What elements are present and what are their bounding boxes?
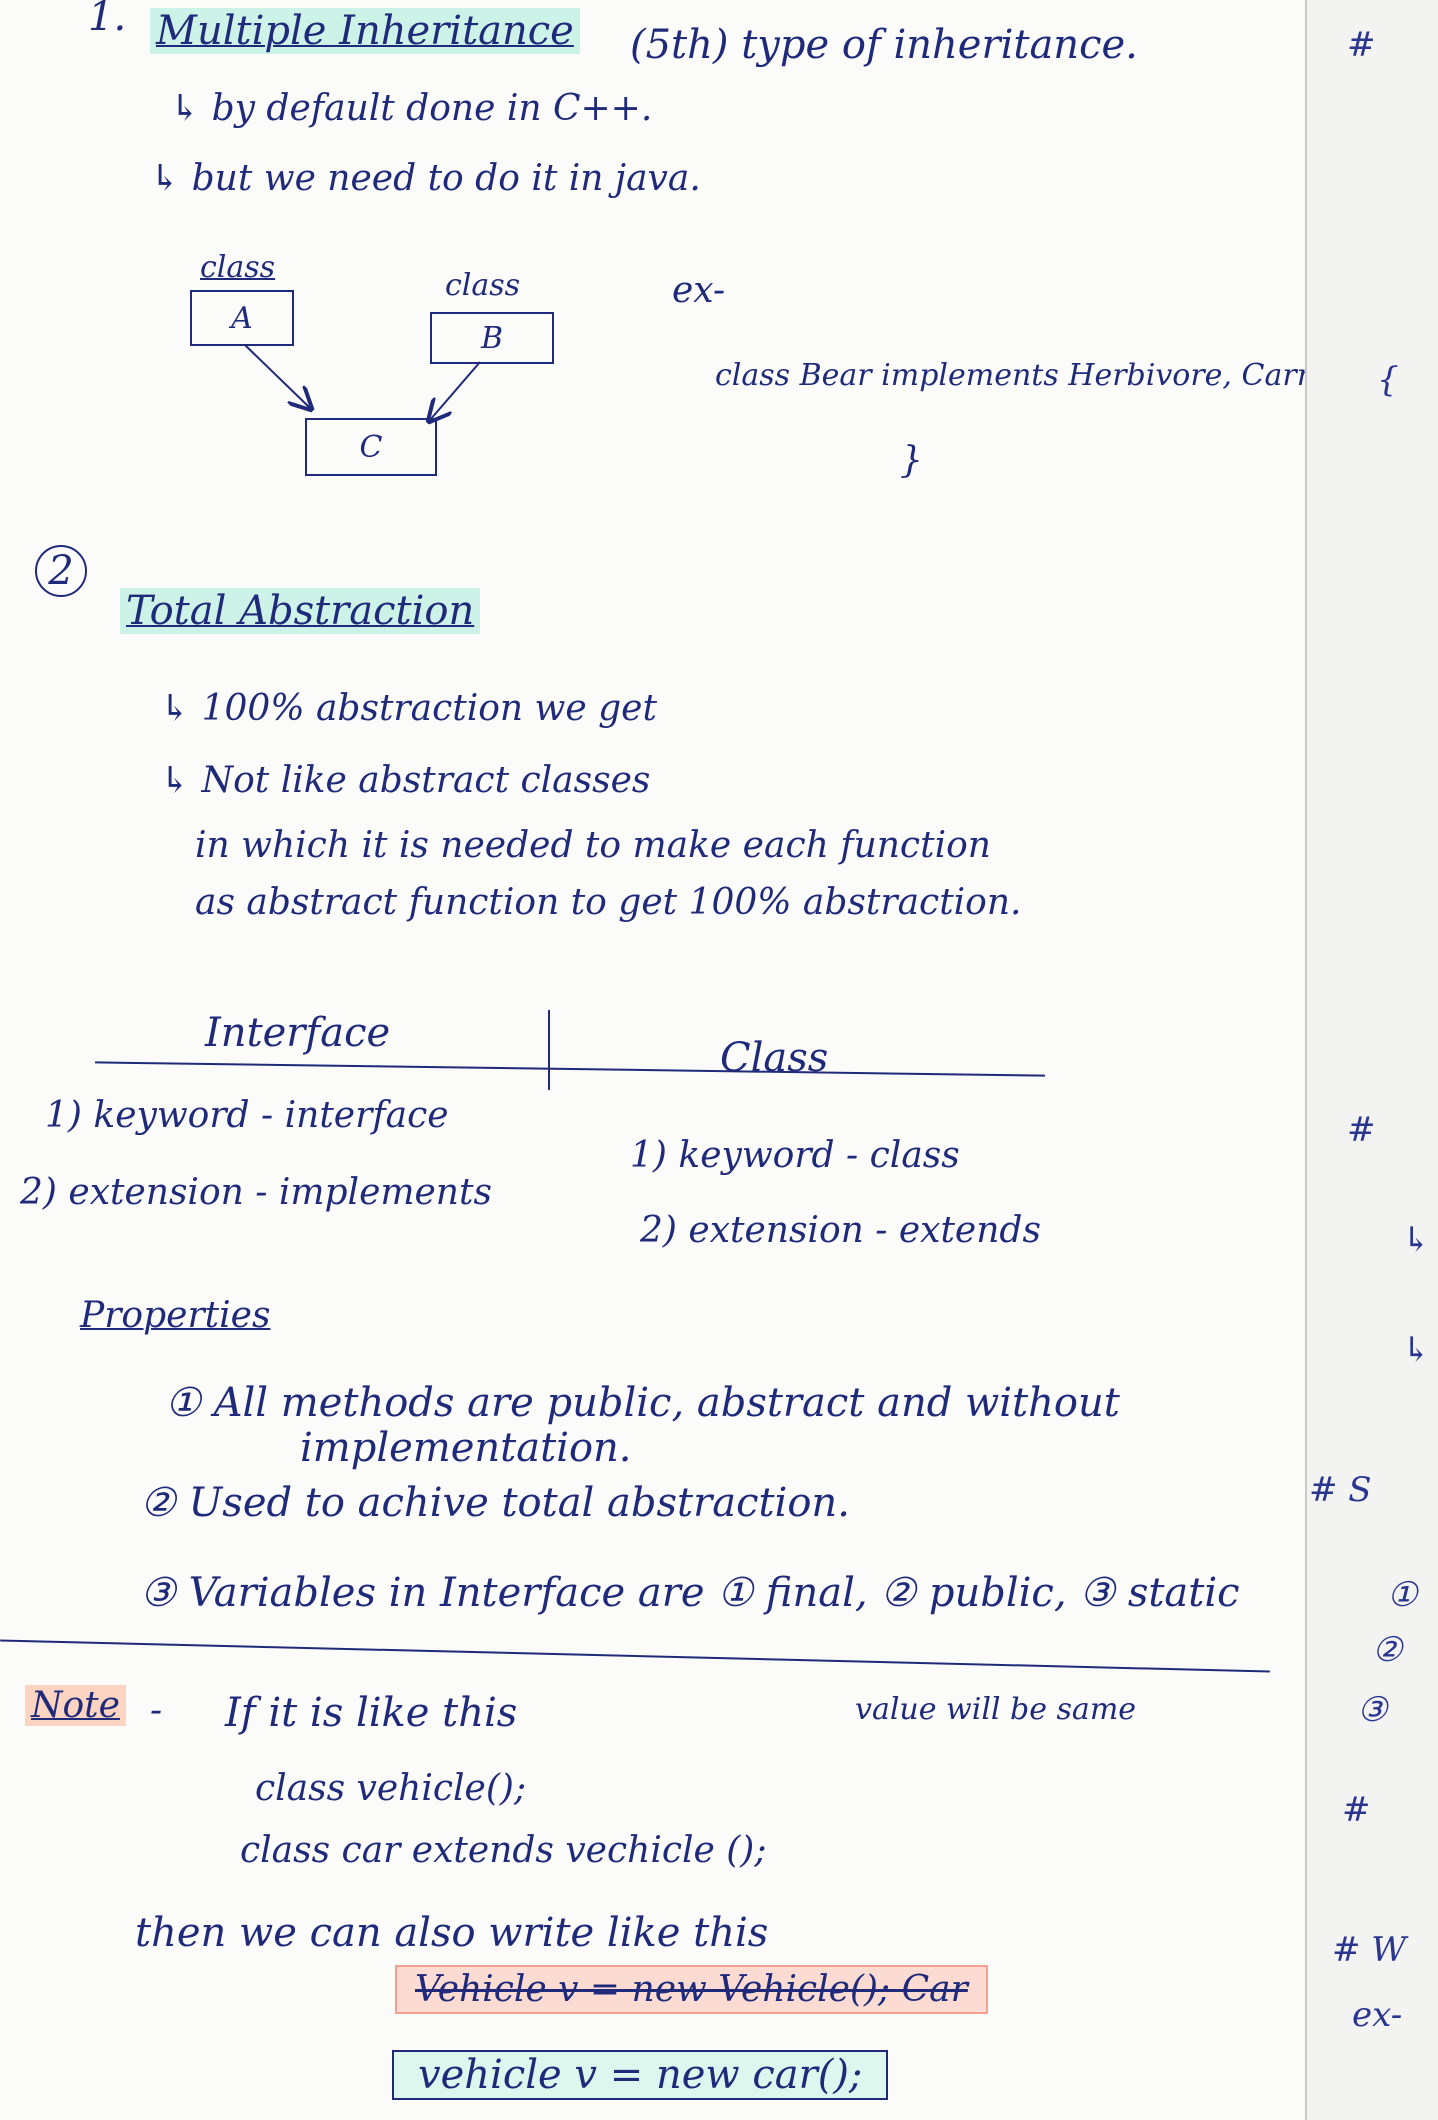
note-code1: class vehicle();	[255, 1768, 527, 1809]
diagram-label-b: class	[445, 268, 521, 303]
note-line1: If it is like this	[225, 1690, 518, 1736]
note-label: Note	[25, 1685, 126, 1726]
right-fragment-8: ②	[1372, 1630, 1403, 1670]
right-fragment-6: # S	[1309, 1470, 1372, 1510]
section2-title: Total Abstraction	[120, 588, 481, 634]
diagram-arrows	[244, 344, 481, 2120]
right-fragment-12: ex-	[1352, 1995, 1403, 2035]
section2-line2: ↳ Not like abstract classes	[160, 760, 651, 801]
property-item-1-cont: implementation.	[300, 1425, 632, 1471]
right-fragment-1: #	[1347, 25, 1376, 65]
right-fragment-4: ↳	[1402, 1220, 1431, 1260]
property-item-2: ② Used to achive total abstraction.	[140, 1480, 850, 1526]
final-code-box: vehicle v = new car();	[392, 2050, 889, 2100]
right-fragment-5: ↳	[1402, 1330, 1431, 1370]
section1-title-suffix: (5th) type of inheritance.	[630, 22, 1138, 68]
table-header-class: Class	[720, 1035, 829, 1081]
note-dash: -	[150, 1690, 163, 1731]
adjacent-page-edge: # { # ↳ ↳ # S ① ② ③ # # W ex-	[1305, 0, 1438, 2120]
table-left-row-2: 2) extension - implements	[20, 1172, 492, 1213]
diagram-box-c: C	[305, 418, 437, 476]
diagram-box-b: B	[430, 312, 554, 364]
table-header-interface: Interface	[205, 1010, 391, 1056]
right-fragment-7: ①	[1387, 1575, 1418, 1615]
property-item-3: ③ Variables in Interface are ① final, ② …	[140, 1570, 1240, 1616]
property-item-1: ① All methods are public, abstract and w…	[165, 1380, 1120, 1426]
note-line2: then we can also write like this	[135, 1910, 769, 1956]
section2-number: 2	[35, 545, 87, 597]
table-left-row-1: 1) keyword - interface	[45, 1095, 449, 1136]
diagram-box-a: A	[190, 290, 294, 346]
right-fragment-11: # W	[1332, 1930, 1407, 1970]
right-fragment-9: ③	[1357, 1690, 1388, 1730]
right-fragment-2: {	[1377, 360, 1399, 400]
section1-line2: ↳ but we need to do it in java.	[150, 158, 701, 199]
struck-code: Vehicle v = new Vehicle(); Car	[395, 1965, 988, 2014]
table-divider	[548, 1010, 550, 1090]
right-fragment-3: #	[1347, 1110, 1376, 1150]
left-row-1-text: 1) keyword - interface	[45, 1095, 449, 1136]
section2-line3: in which it is needed to make each funct…	[195, 825, 991, 866]
section2-line4: as abstract function to get 100% abstrac…	[195, 882, 1022, 923]
section2-line1: ↳ 100% abstraction we get	[160, 688, 657, 729]
table-right-row-2: 2) extension - extends	[640, 1210, 1041, 1251]
right-fragment-10: #	[1342, 1790, 1371, 1830]
value-note: value will be same	[855, 1692, 1137, 1727]
properties-heading: Properties	[80, 1295, 271, 1336]
section1-number: 1.	[88, 0, 127, 40]
diagram-label-a: class	[200, 250, 276, 285]
example-close-brace: }	[900, 440, 923, 481]
note-code2: class car extends vechicle ();	[240, 1830, 767, 1871]
example-label: ex-	[672, 270, 726, 311]
example-code: class Bear implements Herbivore, Carnivo…	[715, 358, 1422, 393]
table-right-row-1: 1) keyword - class	[630, 1135, 960, 1176]
section1-title: Multiple Inheritance	[150, 8, 580, 54]
section1-line1: ↳ by default done in C++.	[170, 88, 653, 129]
